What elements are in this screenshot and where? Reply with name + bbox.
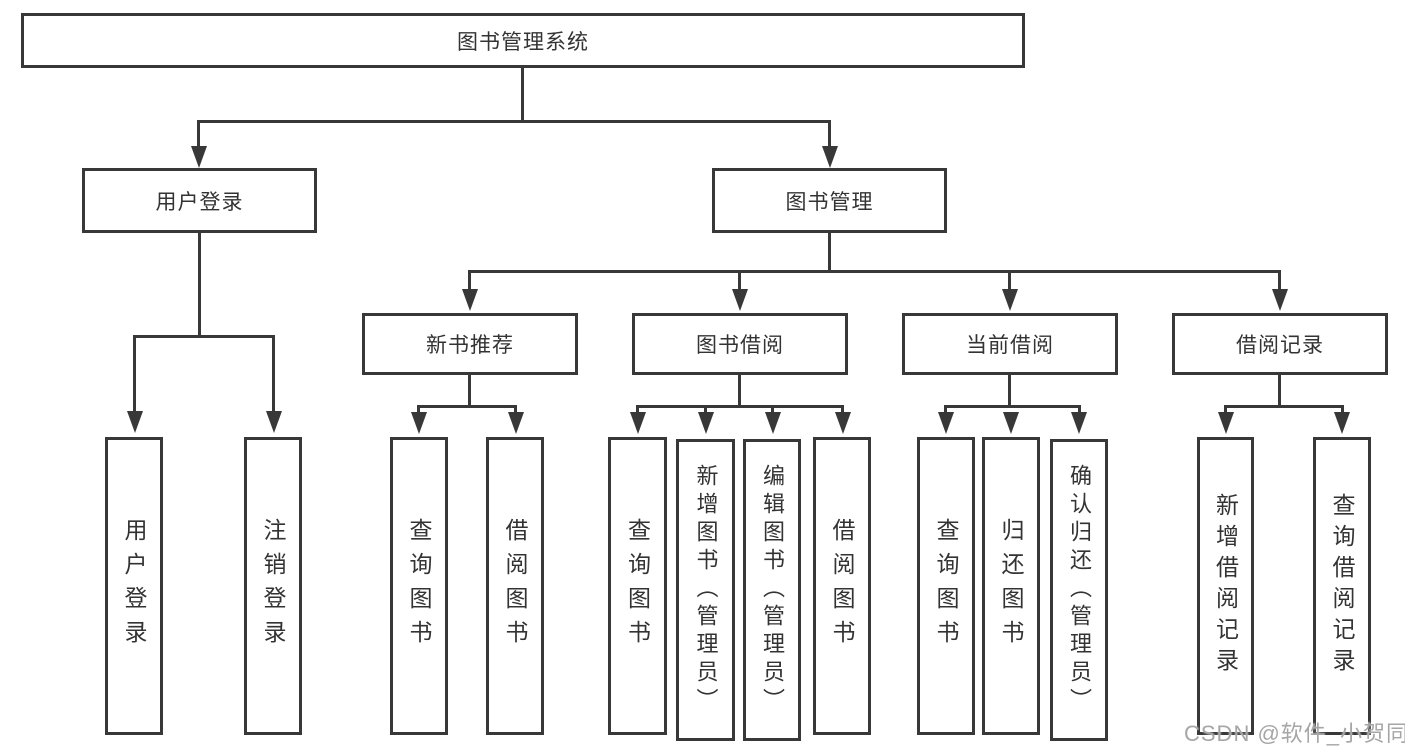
node-label: 查询图书 [406, 518, 432, 654]
connector-line [133, 335, 274, 338]
node-label: 借阅图书 [829, 518, 855, 654]
node-label: 图书借阅 [696, 334, 784, 357]
node-book-borrowing: 图书借阅 [632, 313, 848, 375]
node-label: 新增图书（管理员） [693, 464, 719, 716]
arrow-down-icon [1071, 412, 1087, 434]
connector-line [197, 120, 200, 150]
node-new-book-recommend: 新书推荐 [362, 313, 578, 375]
connector-line [944, 405, 947, 413]
connector-line [521, 68, 524, 120]
node-current-borrowing: 当前借阅 [902, 313, 1118, 375]
node-user-login: 用户登录 [82, 168, 317, 233]
node-label: 确认归还（管理员） [1067, 464, 1092, 716]
arrow-down-icon [630, 412, 646, 434]
arrow-down-icon [765, 412, 781, 434]
connector-line [771, 405, 774, 413]
connector-line [704, 405, 707, 413]
arrow-down-icon [1334, 412, 1350, 434]
leaf-query-books-newbook: 查询图书 [390, 437, 448, 735]
arrow-down-icon [1218, 412, 1234, 434]
connector-line [636, 405, 844, 408]
arrow-down-icon [127, 411, 143, 433]
arrow-down-icon [266, 411, 282, 433]
arrow-down-icon [1002, 289, 1018, 311]
connector-line [738, 270, 741, 290]
arrow-down-icon [1003, 412, 1019, 434]
arrow-down-icon [1272, 289, 1288, 311]
node-label: 归还图书 [998, 518, 1024, 654]
connector-line [468, 270, 1281, 273]
node-label: 查询图书 [933, 518, 959, 654]
connector-line [841, 405, 844, 413]
arrow-down-icon [732, 289, 748, 311]
connector-line [133, 335, 136, 411]
node-label: 新增借阅记录 [1212, 493, 1239, 679]
node-book-management: 图书管理 [712, 168, 947, 233]
connector-line [1008, 375, 1011, 407]
connector-line [272, 335, 275, 411]
leaf-query-borrow-record: 查询借阅记录 [1313, 437, 1371, 735]
arrow-down-icon [411, 412, 427, 434]
connector-line [1278, 375, 1281, 407]
node-library-management-system: 图书管理系统 [21, 13, 1025, 68]
connector-line [417, 405, 420, 413]
csdn-watermark: CSDN @软件_小贺同学 [1184, 721, 1405, 746]
leaf-return-books: 归还图书 [982, 437, 1040, 735]
node-label: 编辑图书（管理员） [760, 464, 785, 716]
arrow-down-icon [462, 289, 478, 311]
arrow-down-icon [835, 412, 851, 434]
node-label: 借阅图书 [502, 518, 528, 654]
node-label: 当前借阅 [966, 334, 1054, 357]
node-label: 用户登录 [155, 190, 244, 214]
node-label: 图书管理系统 [457, 30, 589, 54]
connector-line [1341, 405, 1344, 413]
leaf-logout: 注销登录 [244, 437, 302, 735]
connector-line [828, 233, 831, 270]
arrow-down-icon [191, 146, 207, 168]
connector-line [1278, 270, 1281, 290]
leaf-user-login: 用户登录 [105, 437, 163, 735]
leaf-edit-books-admin: 编辑图书（管理员） [743, 439, 801, 741]
node-label: 用户登录 [121, 518, 147, 654]
connector-line [1008, 270, 1011, 290]
connector-line [468, 270, 471, 290]
connector-line [514, 405, 517, 413]
connector-line [1224, 405, 1344, 408]
node-label: 查询图书 [624, 518, 651, 654]
connector-line [198, 233, 201, 335]
leaf-query-books-borrowing: 查询图书 [608, 437, 667, 735]
connector-line [738, 375, 741, 407]
node-borrowing-records: 借阅记录 [1172, 313, 1388, 375]
connector-line [828, 120, 831, 150]
node-label: 查询借阅记录 [1329, 493, 1355, 679]
connector-line [1224, 405, 1227, 413]
node-label: 图书管理 [785, 190, 874, 214]
connector-line [944, 405, 1081, 408]
arrow-down-icon [508, 412, 524, 434]
node-label: 注销登录 [260, 518, 286, 654]
node-label: 新书推荐 [426, 334, 514, 357]
connector-line [197, 120, 829, 123]
connector-line [1078, 405, 1081, 413]
arrow-down-icon [698, 412, 714, 434]
leaf-add-books-admin: 新增图书（管理员） [676, 439, 735, 741]
node-label: 借阅记录 [1236, 334, 1324, 357]
connector-line [417, 405, 517, 408]
leaf-add-borrow-record: 新增借阅记录 [1197, 437, 1254, 735]
connector-line [636, 405, 639, 413]
leaf-borrow-books-newbook: 借阅图书 [486, 437, 544, 735]
leaf-confirm-return-admin: 确认归还（管理员） [1050, 439, 1108, 741]
arrow-down-icon [822, 146, 838, 168]
leaf-borrow-books-borrowing: 借阅图书 [813, 437, 871, 735]
connector-line [468, 375, 471, 407]
arrow-down-icon [938, 412, 954, 434]
leaf-query-books-current: 查询图书 [917, 437, 975, 735]
